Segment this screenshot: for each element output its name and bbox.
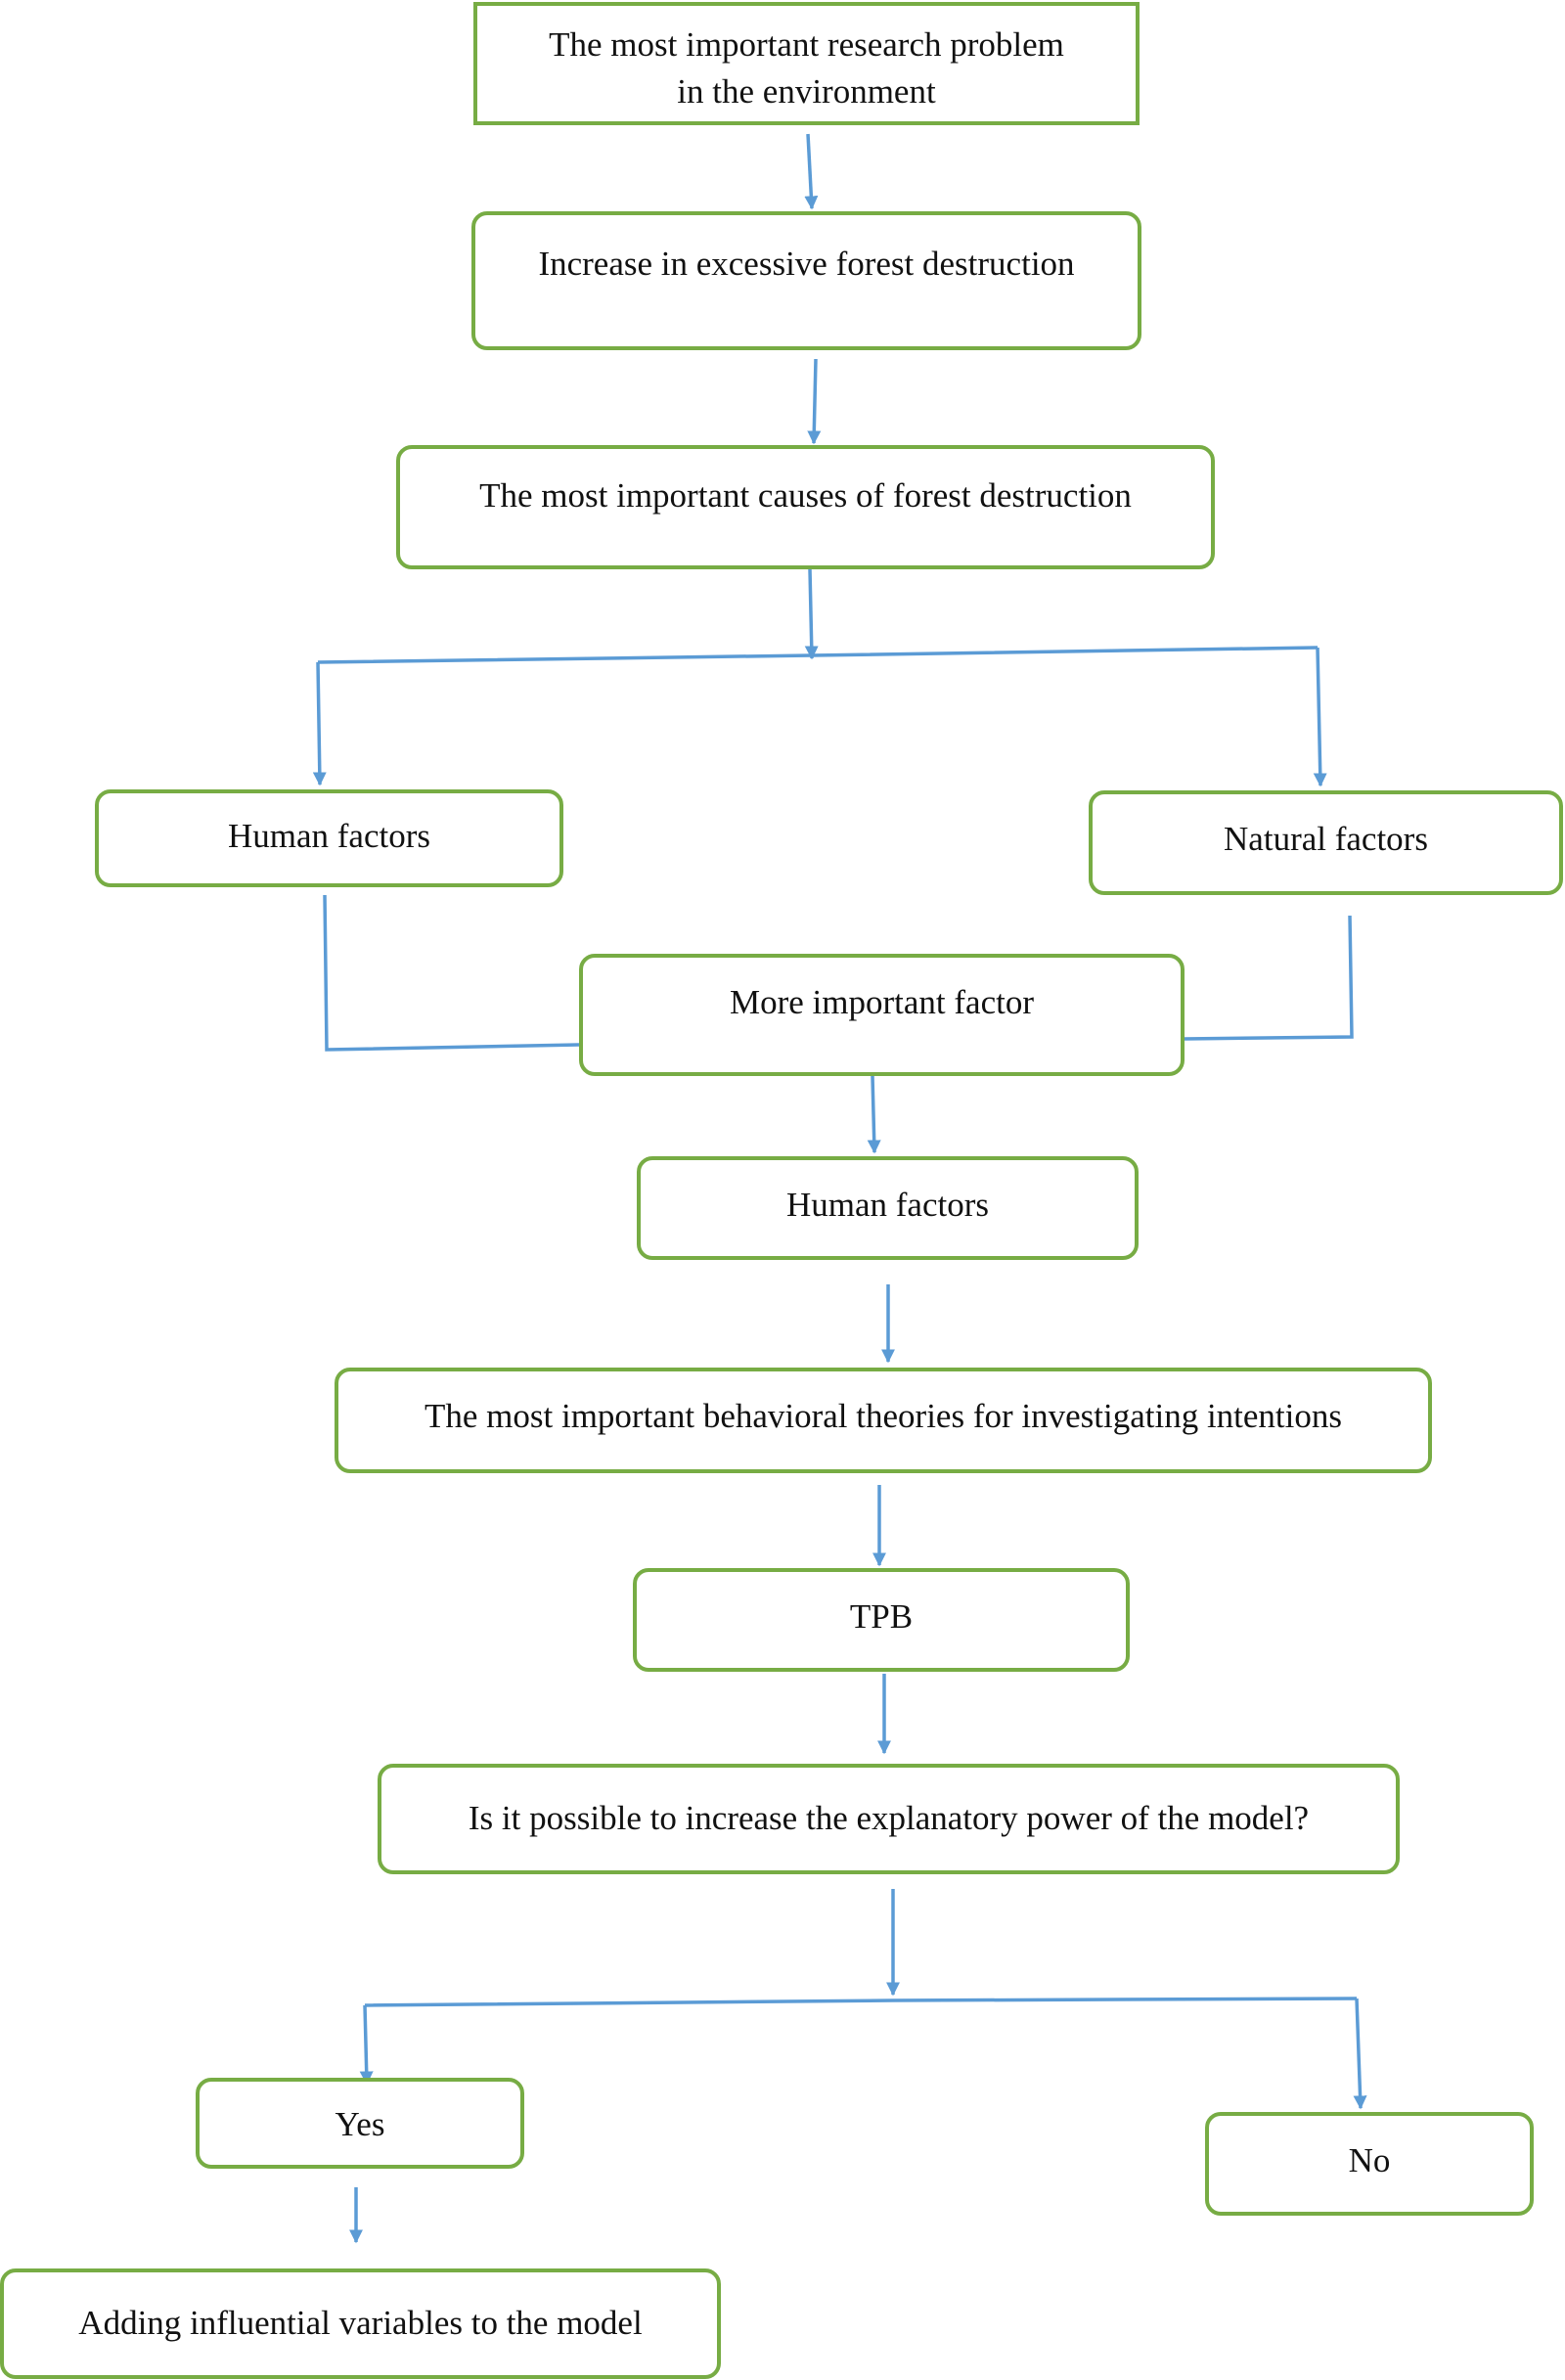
research-problem-line-2: in the environment: [677, 72, 936, 111]
arrow-causes-to-split: [804, 568, 819, 660]
yes-box: Yes: [196, 2078, 524, 2169]
explanatory-power-question-label: Is it possible to increase the explanato…: [468, 1799, 1310, 1837]
split-line-question: [364, 1997, 1358, 2007]
causes-label: The most important causes of forest dest…: [479, 476, 1132, 515]
human-factors-center-box: Human factors: [637, 1156, 1139, 1260]
more-important-factor-label: More important factor: [729, 983, 1034, 1021]
split-line-causes: [317, 646, 1319, 664]
tpb-box: TPB: [633, 1568, 1130, 1672]
causes-box: The most important causes of forest dest…: [396, 445, 1215, 569]
no-label: No: [1348, 2141, 1391, 2179]
join-line-human: [323, 894, 580, 1052]
research-problem-box: The most important research problem in t…: [473, 2, 1140, 125]
arrow-destruction-to-causes: [807, 358, 822, 445]
arrow-problem-to-destruction: [804, 133, 819, 210]
behavioral-theories-label: The most important behavioral theories f…: [425, 1397, 1342, 1435]
arrow-split-to-no: [1353, 1998, 1367, 2110]
yes-label: Yes: [335, 2105, 385, 2143]
natural-factors-label: Natural factors: [1224, 820, 1428, 858]
arrow-split-to-yes: [359, 2004, 374, 2086]
human-factors-center-label: Human factors: [785, 1186, 989, 1224]
human-factors-left-box: Human factors: [95, 789, 563, 887]
no-box: No: [1205, 2112, 1534, 2216]
research-problem-line-1: The most important research problem: [549, 25, 1064, 64]
behavioral-theories-box: The most important behavioral theories f…: [335, 1368, 1432, 1473]
human-factors-left-label: Human factors: [227, 817, 430, 855]
explanatory-power-question-box: Is it possible to increase the explanato…: [378, 1764, 1400, 1874]
adding-variables-box: Adding influential variables to the mode…: [0, 2268, 721, 2379]
forest-destruction-box: Increase in excessive forest destruction: [471, 211, 1141, 350]
forest-destruction-label: Increase in excessive forest destruction: [538, 245, 1075, 283]
arrow-split-to-human: [312, 661, 327, 786]
more-important-factor-box: More important factor: [579, 954, 1185, 1076]
adding-variables-label: Adding influential variables to the mode…: [78, 2304, 643, 2342]
join-line-natural: [1183, 915, 1354, 1041]
arrow-split-to-natural: [1313, 647, 1327, 787]
natural-factors-box: Natural factors: [1089, 790, 1563, 895]
arrow-factor-to-human: [867, 1075, 881, 1154]
tpb-label: TPB: [849, 1597, 914, 1636]
